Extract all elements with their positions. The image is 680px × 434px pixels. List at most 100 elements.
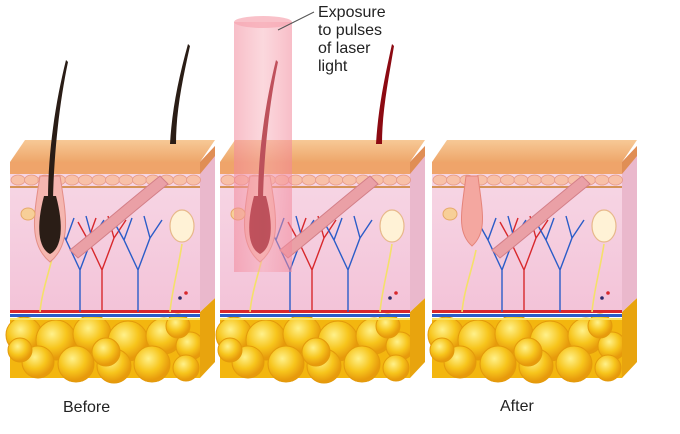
- callout-leader: [277, 11, 315, 31]
- nerve: [169, 243, 183, 313]
- fat-cell: [267, 345, 305, 383]
- nerve-band: [220, 318, 410, 320]
- fat-cell: [165, 313, 191, 339]
- before-label: Before: [63, 399, 111, 416]
- epidermis-side: [410, 146, 425, 174]
- epidermal-cell: [91, 174, 107, 186]
- skin-surface: [10, 140, 215, 162]
- gland-bud: [442, 207, 458, 221]
- fat-cell: [382, 354, 410, 382]
- epidermis: [432, 162, 622, 174]
- nerve-band: [10, 318, 200, 320]
- fat-cell: [133, 345, 171, 383]
- capillary: [535, 215, 585, 312]
- artery-band: [10, 310, 200, 313]
- epidermal-cell: [342, 174, 357, 186]
- fat-cell: [555, 345, 593, 383]
- epidermis-side: [200, 146, 215, 174]
- after-label: After: [500, 398, 534, 415]
- gland: [379, 209, 405, 243]
- nerve: [591, 243, 605, 313]
- fat-side: [410, 298, 425, 378]
- basal-line: [220, 186, 410, 188]
- fat-cell: [343, 345, 381, 383]
- laser-callout: Exposure to pulses of laser light: [318, 4, 386, 76]
- skin-block-after: [427, 140, 637, 384]
- epidermal-cell: [10, 174, 26, 186]
- fat-cell: [57, 345, 95, 383]
- nerve: [379, 243, 393, 313]
- epidermis-side: [622, 146, 637, 174]
- artery-band: [432, 310, 622, 313]
- epidermal-cell: [527, 174, 542, 186]
- epidermal-cell: [328, 174, 344, 186]
- epidermal-cell: [513, 174, 529, 186]
- nerve-band: [432, 318, 622, 320]
- fat-cell: [172, 354, 200, 382]
- vein-band: [220, 314, 410, 317]
- hair-shaft: [376, 44, 394, 144]
- epidermal-cell: [540, 174, 556, 186]
- capillary: [77, 215, 127, 312]
- hair-shaft: [170, 44, 190, 144]
- epidermal-cell: [486, 174, 502, 186]
- fat-cell: [375, 313, 401, 339]
- arrector-muscle: [491, 175, 591, 259]
- dermis-side: [622, 146, 637, 312]
- epidermal-cell: [105, 174, 120, 186]
- fat-cell: [217, 337, 243, 363]
- epidermal-cell: [186, 174, 201, 186]
- side-dot: [606, 291, 610, 295]
- epidermis: [10, 162, 200, 174]
- vein-band: [432, 314, 622, 317]
- fat-cell: [594, 354, 622, 382]
- epidermal-cell: [118, 174, 134, 186]
- capillary: [113, 215, 163, 312]
- fat-cell: [479, 345, 517, 383]
- hair-bulb: [39, 196, 61, 254]
- fat-side: [622, 298, 637, 378]
- side-dot: [178, 296, 182, 300]
- epidermal-cell: [172, 174, 188, 186]
- epidermal-cell: [554, 174, 569, 186]
- empty-follicle: [461, 175, 483, 247]
- epidermal-cell: [382, 174, 398, 186]
- epidermal-cell: [446, 174, 461, 186]
- fat-cell: [7, 337, 33, 363]
- epidermal-cell: [500, 174, 515, 186]
- epidermal-cell: [608, 174, 623, 186]
- vein-band: [10, 314, 200, 317]
- capillary: [477, 215, 527, 312]
- epidermal-cell: [315, 174, 330, 186]
- epidermal-cell: [78, 174, 93, 186]
- dermis-side: [200, 146, 215, 312]
- skin-block-before: [5, 44, 215, 384]
- arrector-muscle: [69, 175, 169, 259]
- artery-band: [220, 310, 410, 313]
- fat-cell: [429, 337, 455, 363]
- basal-line: [10, 186, 200, 188]
- fat-side: [200, 298, 215, 378]
- epidermal-cell: [220, 174, 236, 186]
- gland: [169, 209, 195, 243]
- gland: [591, 209, 617, 243]
- fat-cell: [91, 337, 121, 367]
- skin-surface: [432, 140, 637, 162]
- callout-line: Exposure: [318, 4, 386, 21]
- epidermal-cell: [132, 174, 147, 186]
- dermis-layer: [432, 162, 622, 312]
- callout-line: of laser: [318, 40, 371, 57]
- hair-shaft: [48, 60, 68, 200]
- nerve: [461, 249, 477, 313]
- epidermal-cell: [301, 174, 317, 186]
- fat-cell: [587, 313, 613, 339]
- epidermal-cell: [432, 174, 448, 186]
- callout-line: to pulses: [318, 22, 383, 39]
- capillary: [499, 215, 549, 312]
- capillary: [323, 215, 373, 312]
- side-dot: [184, 291, 188, 295]
- laser-beam-top: [234, 16, 292, 28]
- epidermal-cell: [24, 174, 39, 186]
